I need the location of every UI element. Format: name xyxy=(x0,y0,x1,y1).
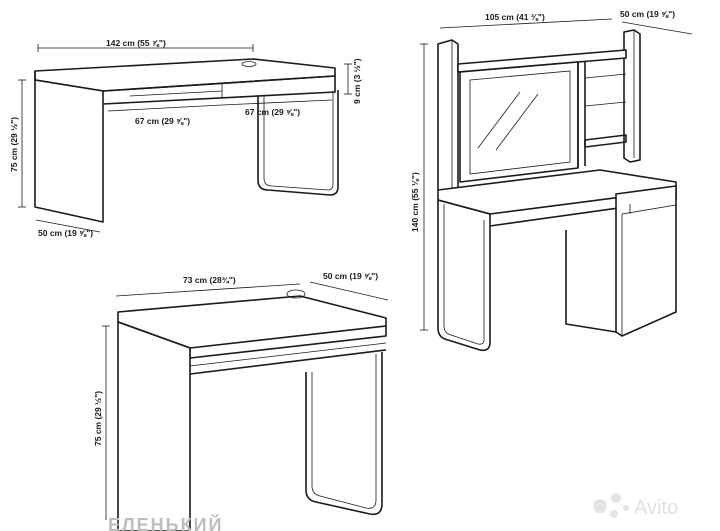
large-desk-depth-label: 50 cm (19 ⅝") xyxy=(38,228,93,238)
hutch-depth-label: 50 cm (19 ⅝") xyxy=(620,9,675,19)
small-desk-depth-label: 50 cm (19 ⅝") xyxy=(323,271,378,281)
small-desk-height-label: 75 cm (29 ½") xyxy=(93,391,103,446)
bottom-partial-text: ЕЛЕНЬКИЙ xyxy=(108,514,223,531)
hutch-width-label: 105 cm (41 ⅜") xyxy=(485,12,545,22)
avito-logo-icon xyxy=(593,493,629,518)
small-desk: 73 cm (28¾") 50 cm (19 ⅝") 75 cm (29 ½") xyxy=(93,271,389,531)
hutch-desk: 105 cm (41 ⅜") 50 cm (19 ⅝") 140 cm (55 … xyxy=(410,9,693,352)
large-desk-height-label: 75 cm (29 ½") xyxy=(9,117,19,172)
small-desk-width-label: 73 cm (28¾") xyxy=(183,275,236,285)
large-desk-right-inner-label: 67 cm (29 ⅝") xyxy=(245,107,300,117)
large-desk-width-label: 142 cm (55 ⅞") xyxy=(106,38,166,48)
large-desk: 142 cm (55 ⅞") 75 cm (29 ½") 50 cm (19 ⅝… xyxy=(9,38,362,238)
avito-wordmark: Avito xyxy=(634,497,678,519)
avito-watermark: Avito xyxy=(593,493,678,519)
hutch-height-label: 140 cm (55 ⅛") xyxy=(410,172,420,232)
large-desk-left-inner-label: 67 cm (29 ⅝") xyxy=(135,116,190,126)
large-desk-drawer-height-label: 9 cm (3 ½") xyxy=(352,58,362,104)
